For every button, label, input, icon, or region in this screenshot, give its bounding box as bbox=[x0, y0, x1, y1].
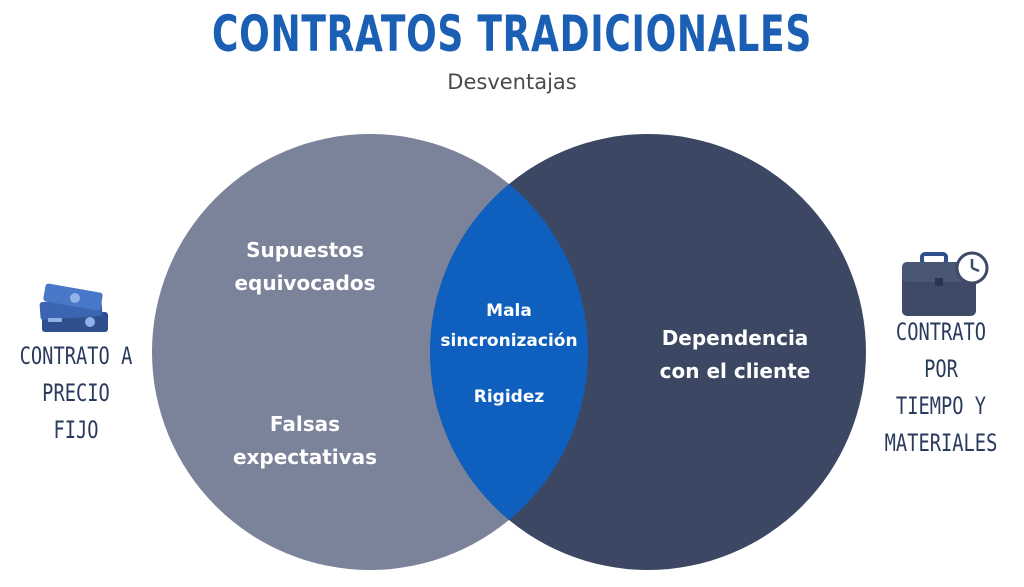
right-item-dependency: Dependencia con el cliente bbox=[659, 326, 811, 383]
overlap-item-rigidity: Rigidez bbox=[473, 387, 545, 407]
page-title: CONTRATOS TRADICIONALES bbox=[212, 5, 812, 63]
briefcase-clock-icon bbox=[902, 251, 989, 316]
label-time-materials: CONTRATO POR TIEMPO Y MATERIALES bbox=[884, 318, 998, 457]
overlap-region bbox=[430, 134, 588, 570]
label-fixed-price: CONTRATO A PRECIO FIJO bbox=[19, 342, 133, 444]
overlap-item-sync: Mala sincronización bbox=[440, 301, 578, 351]
money-stack-icon bbox=[39, 283, 108, 332]
left-item-assumptions: Supuestos equivocados bbox=[234, 238, 376, 295]
left-item-expectations: Falsas expectativas bbox=[232, 412, 378, 469]
page-subtitle: Desventajas bbox=[447, 70, 577, 94]
